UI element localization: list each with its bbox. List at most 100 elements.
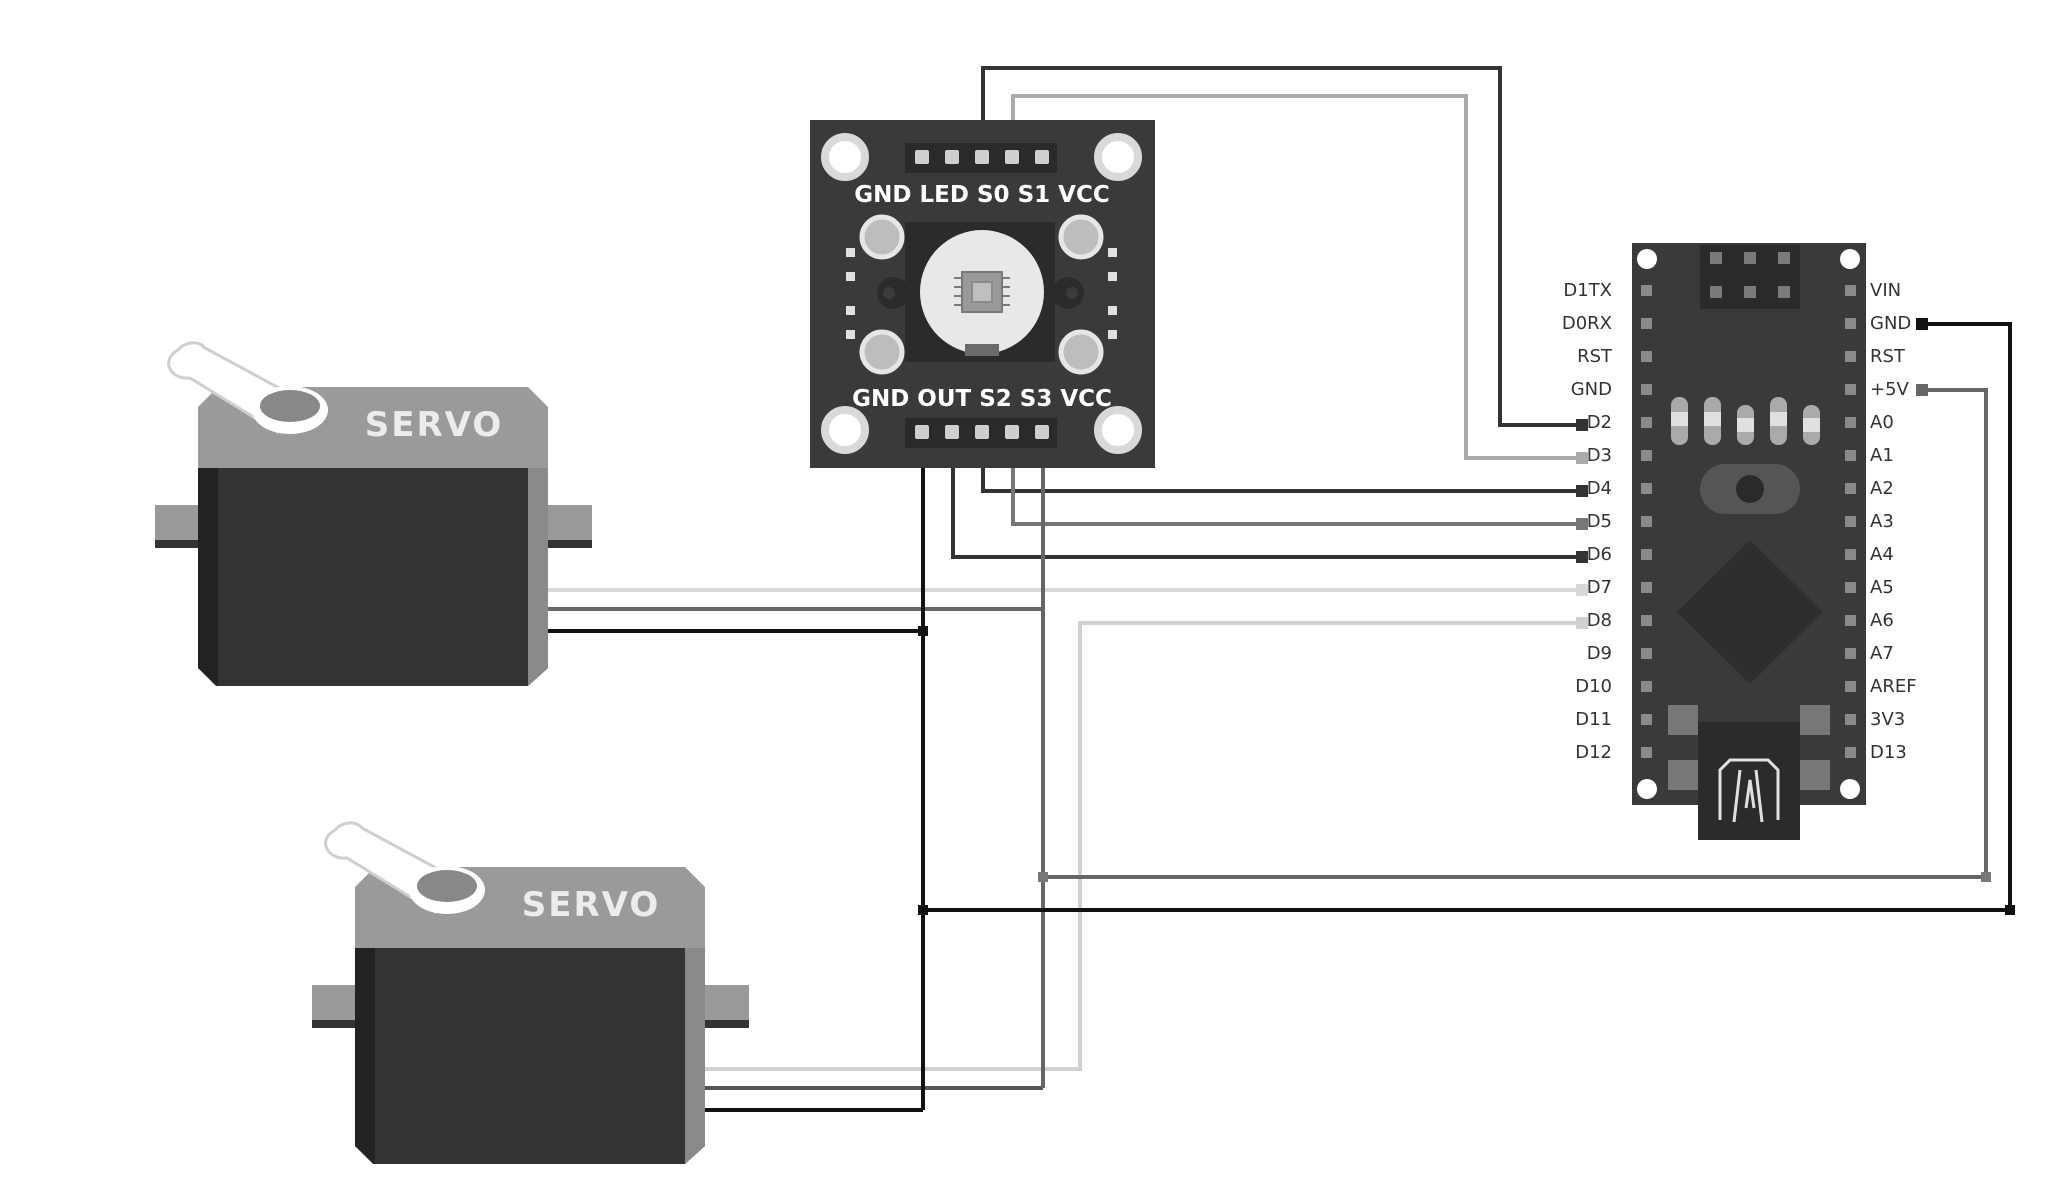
pin-label-rst-right: RST — [1870, 346, 1906, 367]
servo-body-left-edge — [198, 448, 218, 686]
pin-pad — [1845, 615, 1856, 626]
status-leds — [1671, 397, 1820, 445]
pin-pad — [1641, 615, 1652, 626]
pin-label-d5: D5 — [1587, 511, 1612, 532]
pin-label-d1tx: D1TX — [1563, 280, 1612, 301]
usb-port-contacts — [1732, 769, 1764, 823]
pin-pad — [1845, 714, 1856, 725]
pin-label-d2: D2 — [1587, 412, 1612, 433]
pin-label-a7: A7 — [1870, 643, 1894, 664]
color-sensor-module: GND LED S0 S1 VCC — [810, 120, 1155, 468]
pin-label-d12: D12 — [1575, 742, 1612, 763]
servo-2-label: SERVO — [522, 885, 661, 925]
pin-pad — [1845, 681, 1856, 692]
junction-dot — [2005, 905, 2015, 915]
left-pin-pads — [1641, 285, 1652, 758]
led-icon — [859, 329, 905, 375]
pin-pad — [1845, 648, 1856, 659]
mounting-hole — [1637, 249, 1657, 269]
pin-label-vin: VIN — [1870, 280, 1901, 301]
servo-motor-1: SERVO — [155, 341, 592, 686]
pin-pad — [1641, 384, 1652, 395]
sensor-chip-icon — [954, 271, 1010, 313]
pin-pad — [1641, 285, 1652, 296]
pin-pad — [1641, 351, 1652, 362]
mounting-hole — [1637, 779, 1657, 799]
wire-gnd-return — [923, 322, 2012, 912]
pin-pad — [1641, 681, 1652, 692]
pin-label-d7: D7 — [1587, 577, 1612, 598]
pin-label-a2: A2 — [1870, 478, 1894, 499]
pin-pad — [1845, 318, 1856, 329]
wire-servo2-signal-to-d8 — [705, 621, 1582, 1071]
junction-dot — [1038, 872, 1048, 882]
pin-label-a6: A6 — [1870, 610, 1894, 631]
reset-button-icon — [1736, 475, 1764, 503]
top-pins — [915, 150, 1049, 164]
pin-pad — [1845, 384, 1856, 395]
pin-terminals — [1576, 318, 1928, 629]
led-icon — [1058, 214, 1104, 260]
mounting-hole — [821, 133, 869, 181]
arduino-pcb — [1632, 243, 1866, 805]
lens-tab-hole — [1066, 287, 1078, 299]
usb-pad — [1668, 760, 1698, 790]
pin-label-rst-left: RST — [1577, 346, 1613, 367]
wires — [548, 66, 2015, 1112]
sensor-bottom-header-label: GND OUT S2 S3 VCC — [852, 386, 1112, 412]
arduino-nano-board: D1TX D0RX RST GND D2 D3 D4 D5 D6 D7 D8 D… — [1562, 243, 1928, 840]
pin-label-d8: D8 — [1587, 610, 1612, 631]
led-icon — [1058, 329, 1104, 375]
servo-horn-hub-center — [417, 870, 477, 902]
junction-dot — [1981, 872, 1991, 882]
pin-label-a4: A4 — [1870, 544, 1894, 565]
pin-pad — [1641, 549, 1652, 560]
pin-pad — [1845, 516, 1856, 527]
pin-label-a5: A5 — [1870, 577, 1894, 598]
bottom-pins — [915, 425, 1049, 439]
sensor-top-header-label: GND LED S0 S1 VCC — [854, 182, 1109, 208]
pin-label-d4: D4 — [1587, 478, 1612, 499]
servo-body — [355, 928, 705, 1164]
pin-pad — [1845, 285, 1856, 296]
pin-label-d10: D10 — [1575, 676, 1612, 697]
usb-pad — [1800, 760, 1830, 790]
servo-body — [198, 448, 548, 686]
pin-pad — [1845, 483, 1856, 494]
servo-body-right-edge — [528, 448, 548, 686]
servo-motor-2: SERVO — [312, 821, 749, 1164]
pin-pad — [1845, 351, 1856, 362]
pin-pad — [1641, 318, 1652, 329]
pin-label-d0rx: D0RX — [1562, 313, 1612, 334]
mounting-hole — [821, 406, 869, 454]
left-pin-labels: D1TX D0RX RST GND D2 D3 D4 D5 D6 D7 D8 D… — [1562, 280, 1613, 763]
pin-label-a3: A3 — [1870, 511, 1894, 532]
pin-label-gnd-right: GND — [1870, 313, 1911, 334]
pin-pad — [1641, 516, 1652, 527]
mounting-hole — [1094, 406, 1142, 454]
pin-pad — [1641, 714, 1652, 725]
mcu-chip — [1677, 540, 1823, 684]
wire-5v-return — [1043, 388, 1988, 879]
wire-s1-to-d3 — [1011, 94, 1582, 460]
wire-out-to-d6 — [951, 428, 1582, 559]
pin-pad — [1845, 549, 1856, 560]
junction-dot — [918, 626, 928, 636]
mounting-hole — [1840, 779, 1860, 799]
lens-connector — [965, 344, 999, 356]
lens-tab-hole — [883, 287, 895, 299]
servo-body-right-edge — [685, 928, 705, 1164]
led-icon — [859, 214, 905, 260]
right-pin-pads — [1845, 285, 1856, 758]
mounting-hole — [1094, 133, 1142, 181]
pin-pad — [1845, 747, 1856, 758]
pin-pad — [1641, 582, 1652, 593]
pin-label-d9: D9 — [1587, 643, 1612, 664]
junction-dot — [918, 905, 928, 915]
pin-label-a1: A1 — [1870, 445, 1894, 466]
pin-label-d13: D13 — [1870, 742, 1907, 763]
pin-label-d3: D3 — [1587, 445, 1612, 466]
icsp-pins — [1710, 252, 1790, 298]
pin-label-5v: +5V — [1870, 379, 1910, 400]
